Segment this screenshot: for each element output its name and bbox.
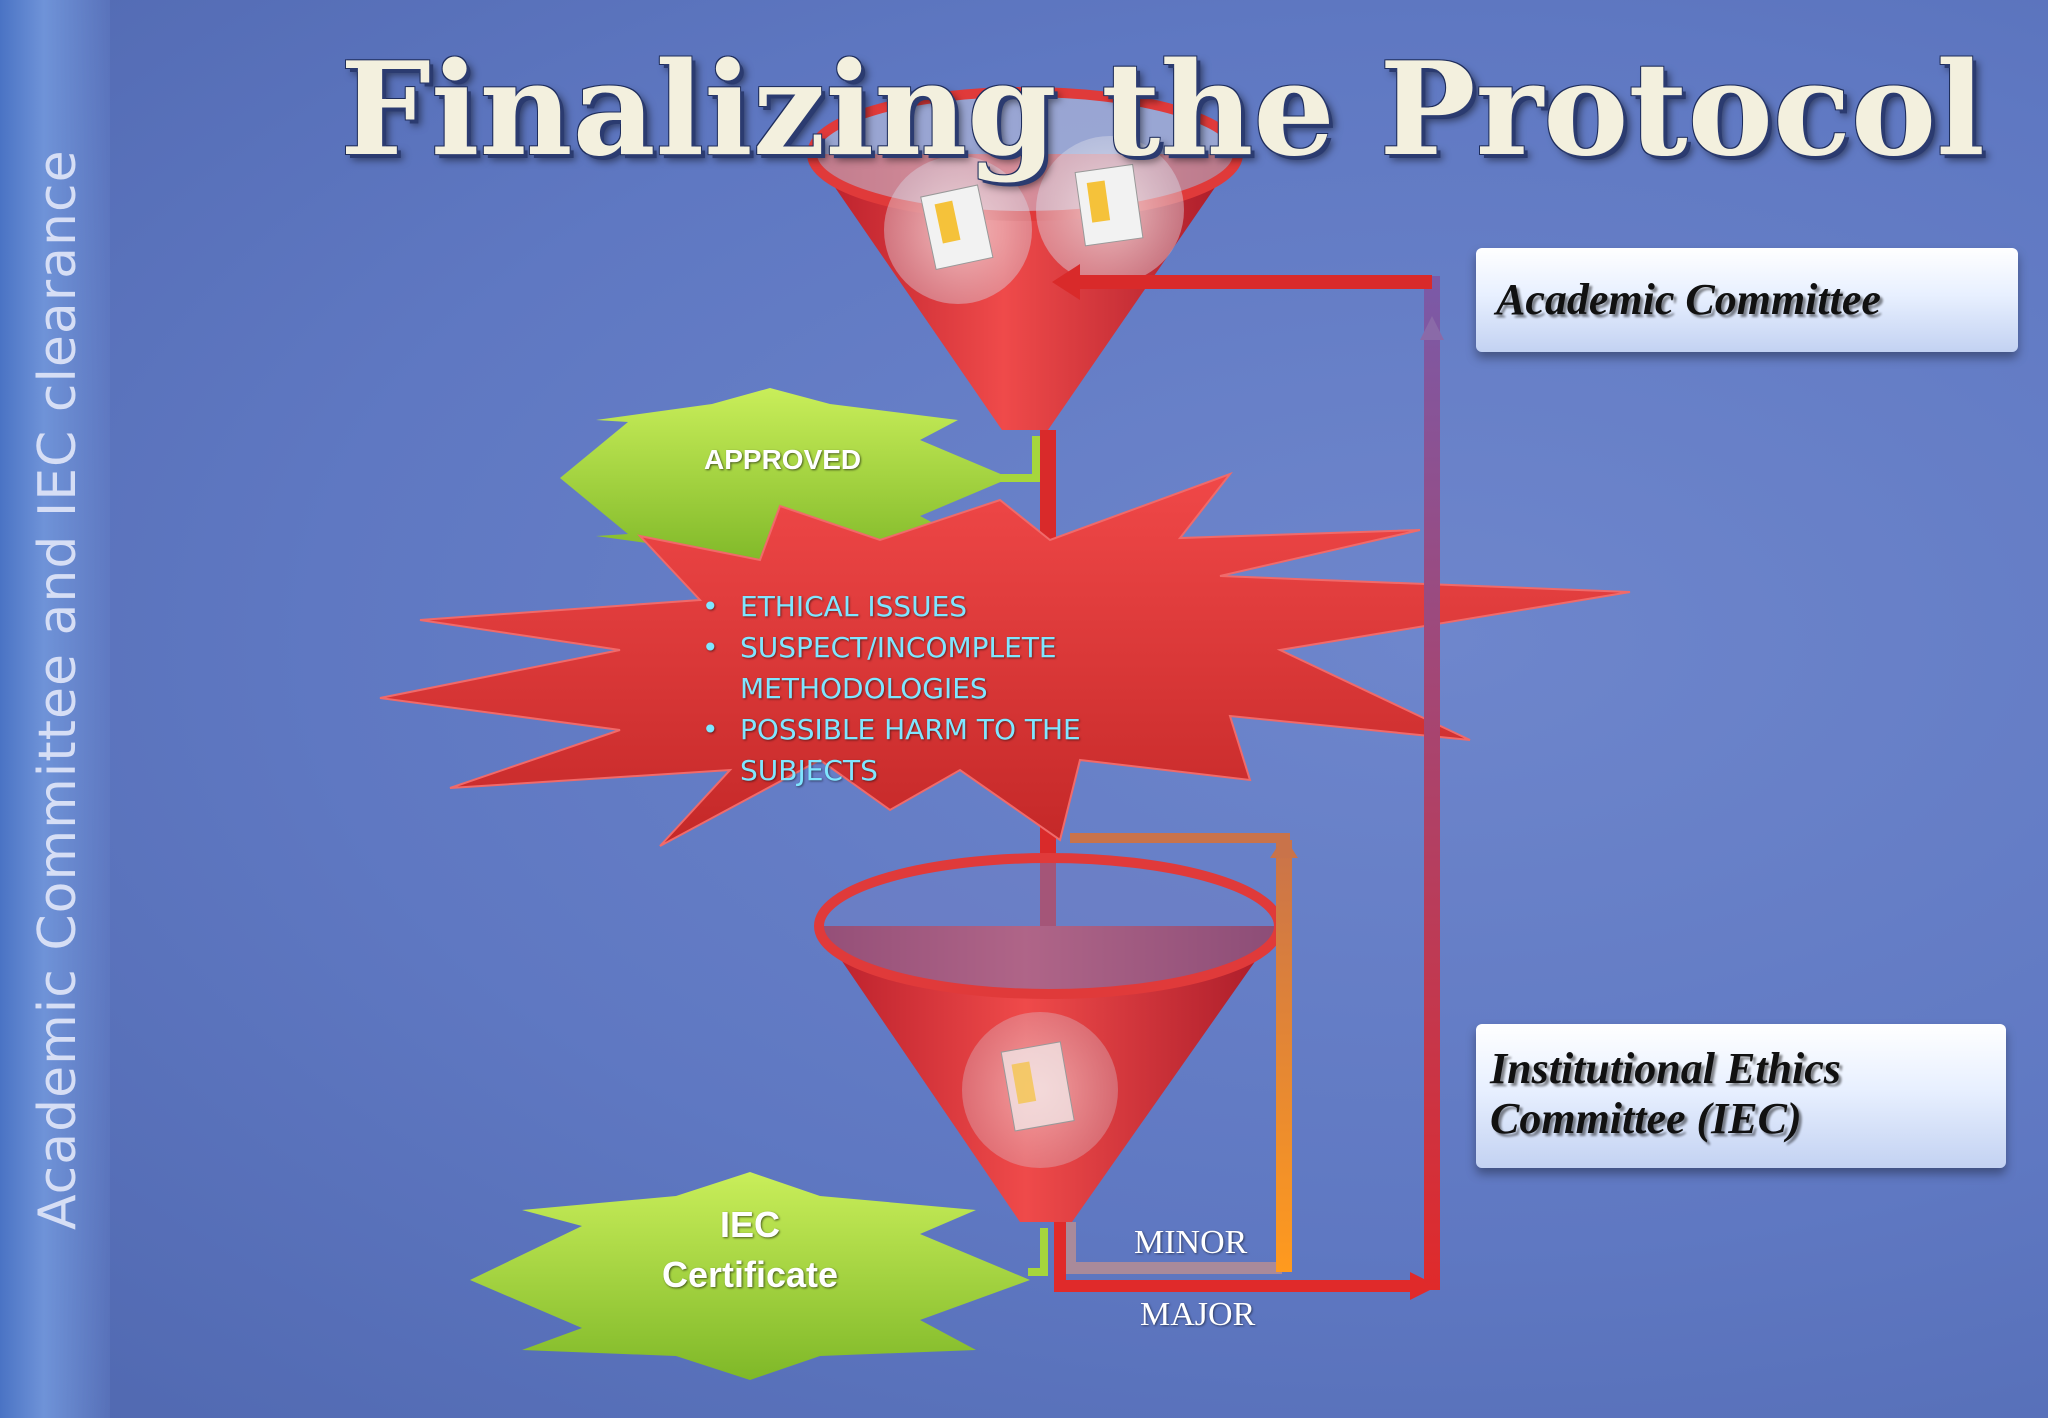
top-funnel — [807, 87, 1243, 430]
issue-item: SUSPECT/INCOMPLETE METHODOLOGIES — [700, 627, 1200, 709]
academic-committee-label: Academic Committee — [1496, 275, 1881, 324]
minor-feedback-arrow — [1064, 833, 1298, 1274]
page-title: Finalizing the Protocol — [340, 35, 1985, 185]
iec-label-line1: Institutional Ethics — [1490, 1044, 1841, 1093]
iec-certificate-star — [470, 1172, 1048, 1380]
iec-certificate-line1: IEC — [719, 1204, 780, 1245]
iec-label-line2: Committee (IEC) — [1490, 1094, 1802, 1143]
iec-certificate-line2: Certificate — [661, 1254, 839, 1295]
minor-label: MINOR — [1134, 1224, 1248, 1261]
academic-committee-box: Academic Committee — [1476, 248, 2018, 352]
approved-star — [560, 388, 1040, 566]
issue-item: ETHICAL ISSUES — [700, 586, 1200, 627]
iec-box: Institutional Ethics Committee (IEC) — [1476, 1024, 2006, 1168]
issue-item: POSSIBLE HARM TO THE SUBJECTS — [700, 709, 1200, 791]
bottom-funnel — [814, 853, 1284, 1222]
major-feedback-arrow — [1052, 264, 1444, 1300]
major-label: MAJOR — [1140, 1296, 1256, 1333]
issues-list: ETHICAL ISSUES SUSPECT/INCOMPLETE METHOD… — [700, 586, 1200, 791]
approved-label: APPROVED — [704, 444, 862, 475]
side-band — [0, 0, 110, 1418]
iec-certificate-label: IEC Certificate — [640, 1200, 860, 1300]
